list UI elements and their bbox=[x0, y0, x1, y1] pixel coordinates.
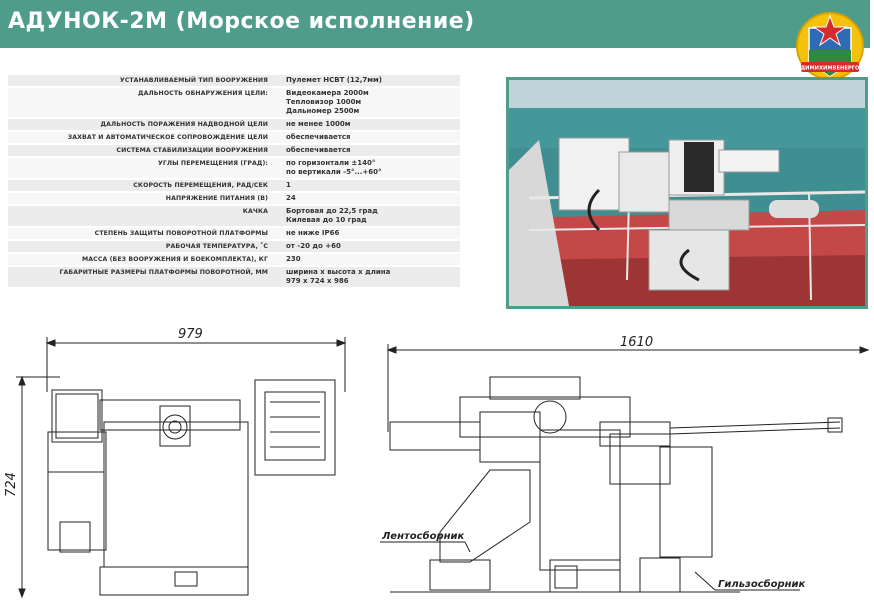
front-width-label: 979 bbox=[178, 327, 203, 342]
spec-label: Качка bbox=[8, 206, 280, 226]
spec-row: Напряжение питания (В) 24 bbox=[8, 193, 460, 204]
specs-table: Устанавливаемый тип вооружения Пулемет НС… bbox=[8, 75, 460, 289]
side-length-label: 1610 bbox=[620, 335, 653, 350]
spec-row: Дальность обнаружения цели:Видеокамера 2… bbox=[8, 88, 460, 117]
spec-label: Масса (без вооружения и боекомплекта), к… bbox=[8, 254, 280, 265]
spec-value: обеспечивается bbox=[280, 145, 460, 156]
spec-row: Система стабилизации вооружения обеспечив… bbox=[8, 145, 460, 156]
spec-value-line: Тепловизор 1000м bbox=[286, 98, 362, 106]
spec-value-line: не ниже IP66 bbox=[286, 229, 340, 237]
spec-label: Система стабилизации вооружения bbox=[8, 145, 280, 156]
spec-value: по горизонтали ±140°по вертикали -5°...+… bbox=[280, 158, 460, 178]
spec-label: Захват и автоматическое сопровождение це… bbox=[8, 132, 280, 143]
side-view-drawing: 1610 bbox=[386, 335, 870, 593]
spec-value-line: Килевая до 10 град bbox=[286, 216, 367, 224]
spec-value: Пулемет НСВТ (12,7мм) bbox=[280, 75, 460, 86]
page-title: АДУНОК-2М (Морское исполнение) bbox=[8, 9, 475, 34]
logo-text: ДИМИХИМВЕНЕРГО bbox=[801, 66, 860, 72]
spec-label: Рабочая температура, ˚С bbox=[8, 241, 280, 252]
spec-value: 24 bbox=[280, 193, 460, 204]
spec-value-line: Пулемет НСВТ (12,7мм) bbox=[286, 76, 382, 84]
spec-value-line: 1 bbox=[286, 181, 291, 189]
header-bar: АДУНОК-2М (Морское исполнение) bbox=[0, 0, 870, 48]
spec-value: не ниже IP66 bbox=[280, 228, 460, 239]
spec-value: 230 bbox=[280, 254, 460, 265]
spec-value: обеспечивается bbox=[280, 132, 460, 143]
belt-collector-callout: Лентосборник bbox=[381, 530, 465, 542]
spec-label: Напряжение питания (В) bbox=[8, 193, 280, 204]
spec-label: Дальность обнаружения цели: bbox=[8, 88, 280, 117]
spec-value-line: по горизонтали ±140° bbox=[286, 159, 376, 167]
spec-row: Рабочая температура, ˚С от -20 до +60 bbox=[8, 241, 460, 252]
spec-value-line: обеспечивается bbox=[286, 146, 351, 154]
spec-row: Степень защиты поворотной платформы не ни… bbox=[8, 228, 460, 239]
product-photo bbox=[506, 77, 868, 309]
spec-label: Габаритные размеры платформы поворотной,… bbox=[8, 267, 280, 287]
front-view-drawing: 979 724 bbox=[4, 327, 347, 599]
spec-label: Скорость перемещения, рад/сек bbox=[8, 180, 280, 191]
spec-value-line: от -20 до +60 bbox=[286, 242, 341, 250]
company-logo: ДИМИХИМВЕНЕРГО bbox=[795, 6, 865, 86]
spec-row: Углы перемещения (град):по горизонтали ±… bbox=[8, 158, 460, 178]
spec-label: Дальность поражения надводной цели bbox=[8, 119, 280, 130]
spec-value-line: 979 х 724 х 986 bbox=[286, 277, 349, 285]
spec-value: от -20 до +60 bbox=[280, 241, 460, 252]
spec-row: Захват и автоматическое сопровождение це… bbox=[8, 132, 460, 143]
spec-value: 1 bbox=[280, 180, 460, 191]
technical-drawings: 979 724 bbox=[0, 322, 874, 600]
spec-row: Скорость перемещения, рад/сек 1 bbox=[8, 180, 460, 191]
spec-value: не менее 1000м bbox=[280, 119, 460, 130]
spec-label: Углы перемещения (град): bbox=[8, 158, 280, 178]
spec-value-line: обеспечивается bbox=[286, 133, 351, 141]
spec-row: Габаритные размеры платформы поворотной,… bbox=[8, 267, 460, 287]
spec-value-line: Дальномер 2500м bbox=[286, 107, 360, 115]
spec-value-line: не менее 1000м bbox=[286, 120, 351, 128]
spec-row: Масса (без вооружения и боекомплекта), к… bbox=[8, 254, 460, 265]
spec-value-line: Видеокамера 2000м bbox=[286, 89, 369, 97]
spec-value-line: ширина х высота х длина bbox=[286, 268, 391, 276]
spec-value-line: 24 bbox=[286, 194, 296, 202]
star-emblem-icon: ДИМИХИМВЕНЕРГО bbox=[796, 12, 864, 80]
spec-value-line: по вертикали -5°...+60° bbox=[286, 168, 382, 176]
spec-value-line: 230 bbox=[286, 255, 301, 263]
spec-label: Степень защиты поворотной платформы bbox=[8, 228, 280, 239]
shell-collector-callout: Гильзосборник bbox=[718, 578, 806, 590]
spec-value-line: Бортовая до 22,5 град bbox=[286, 207, 378, 215]
spec-row: Устанавливаемый тип вооружения Пулемет НС… bbox=[8, 75, 460, 86]
spec-row: Дальность поражения надводной цели не мен… bbox=[8, 119, 460, 130]
front-height-label: 724 bbox=[4, 472, 19, 497]
spec-label: Устанавливаемый тип вооружения bbox=[8, 75, 280, 86]
